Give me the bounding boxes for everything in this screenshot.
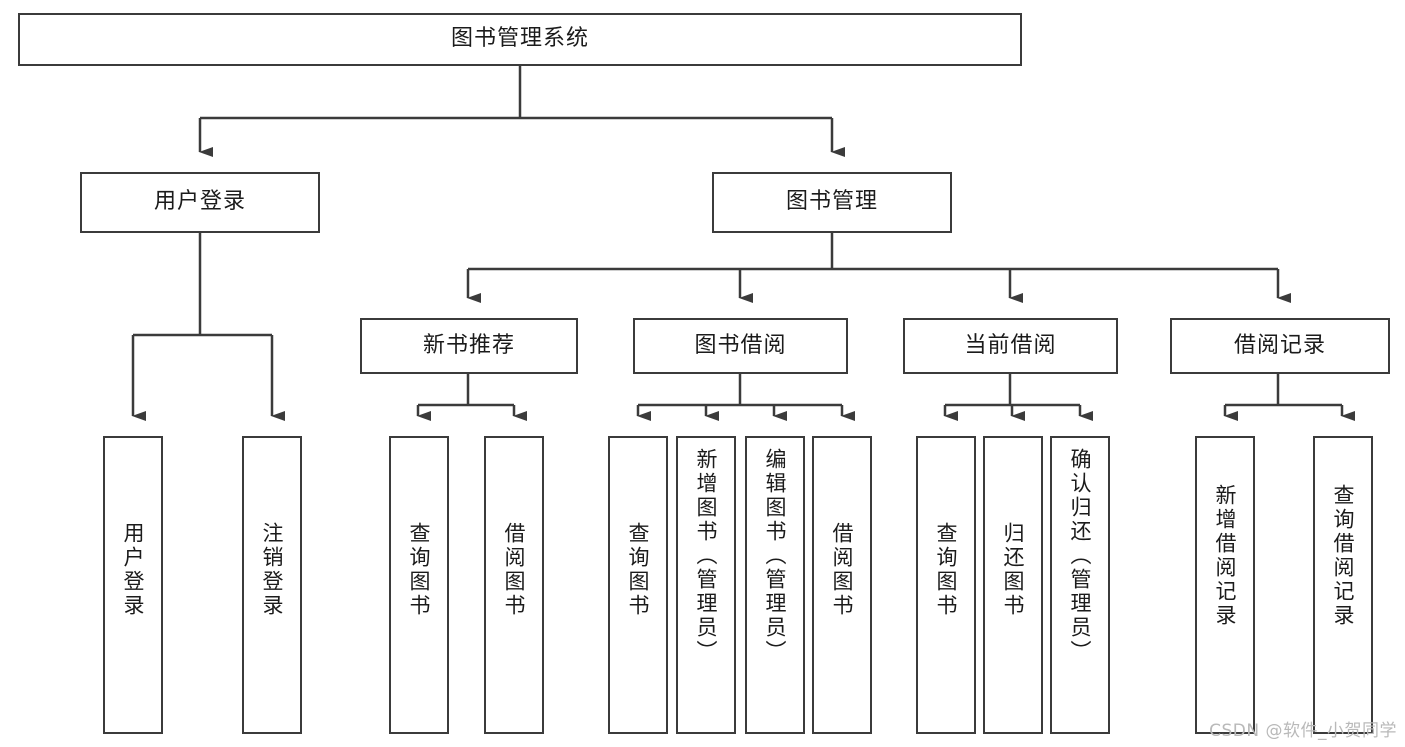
leaf-query-borrow-record[interactable]: 查询借阅记录: [1313, 436, 1373, 734]
node-label: 图书借阅: [694, 332, 787, 358]
leaf-label: 借阅图书: [502, 522, 527, 618]
watermark: CSDN @软件_小贺同学: [1209, 721, 1397, 741]
leaf-label: 编辑图书（管理员）: [763, 448, 788, 664]
node-book-borrow[interactable]: 图书借阅: [633, 318, 848, 374]
leaf-label: 注销登录: [260, 522, 285, 618]
node-label: 用户登录: [153, 189, 246, 215]
leaf-logout-login[interactable]: 注销登录: [242, 436, 302, 734]
leaf-add-book-admin[interactable]: 新增图书（管理员）: [676, 436, 736, 734]
leaf-confirm-return-admin[interactable]: 确认归还（管理员）: [1050, 436, 1110, 734]
leaf-label: 用户登录: [121, 522, 146, 618]
node-label: 新书推荐: [422, 332, 515, 358]
node-label: 借阅记录: [1233, 332, 1326, 358]
node-borrow-record[interactable]: 借阅记录: [1170, 318, 1390, 374]
leaf-user-login[interactable]: 用户登录: [103, 436, 163, 734]
node-label: 当前借阅: [964, 332, 1057, 358]
leaf-borrow-book[interactable]: 借阅图书: [812, 436, 872, 734]
node-book-management[interactable]: 图书管理: [712, 172, 952, 233]
leaf-label: 借阅图书: [830, 522, 855, 618]
leaf-edit-book-admin[interactable]: 编辑图书（管理员）: [745, 436, 805, 734]
leaf-return-book[interactable]: 归还图书: [983, 436, 1043, 734]
node-label: 图书管理: [785, 189, 878, 215]
leaf-label: 确认归还（管理员）: [1068, 448, 1093, 664]
leaf-borrow-book-recommend[interactable]: 借阅图书: [484, 436, 544, 734]
leaf-label: 查询图书: [934, 522, 959, 618]
node-new-book-recommend[interactable]: 新书推荐: [360, 318, 578, 374]
leaf-query-book-current[interactable]: 查询图书: [916, 436, 976, 734]
leaf-label: 查询借阅记录: [1331, 484, 1356, 628]
leaf-label: 查询图书: [626, 522, 651, 618]
node-user-login[interactable]: 用户登录: [80, 172, 320, 233]
leaf-label: 查询图书: [407, 522, 432, 618]
leaf-query-book-recommend[interactable]: 查询图书: [389, 436, 449, 734]
leaf-label: 新增图书（管理员）: [694, 448, 719, 664]
leaf-query-book-borrow[interactable]: 查询图书: [608, 436, 668, 734]
leaf-label: 归还图书: [1001, 522, 1026, 618]
node-root-book-management-system[interactable]: 图书管理系统: [18, 13, 1022, 66]
node-label: 图书管理系统: [450, 26, 589, 52]
leaf-add-borrow-record[interactable]: 新增借阅记录: [1195, 436, 1255, 734]
leaf-label: 新增借阅记录: [1213, 484, 1238, 628]
node-current-borrow[interactable]: 当前借阅: [903, 318, 1118, 374]
